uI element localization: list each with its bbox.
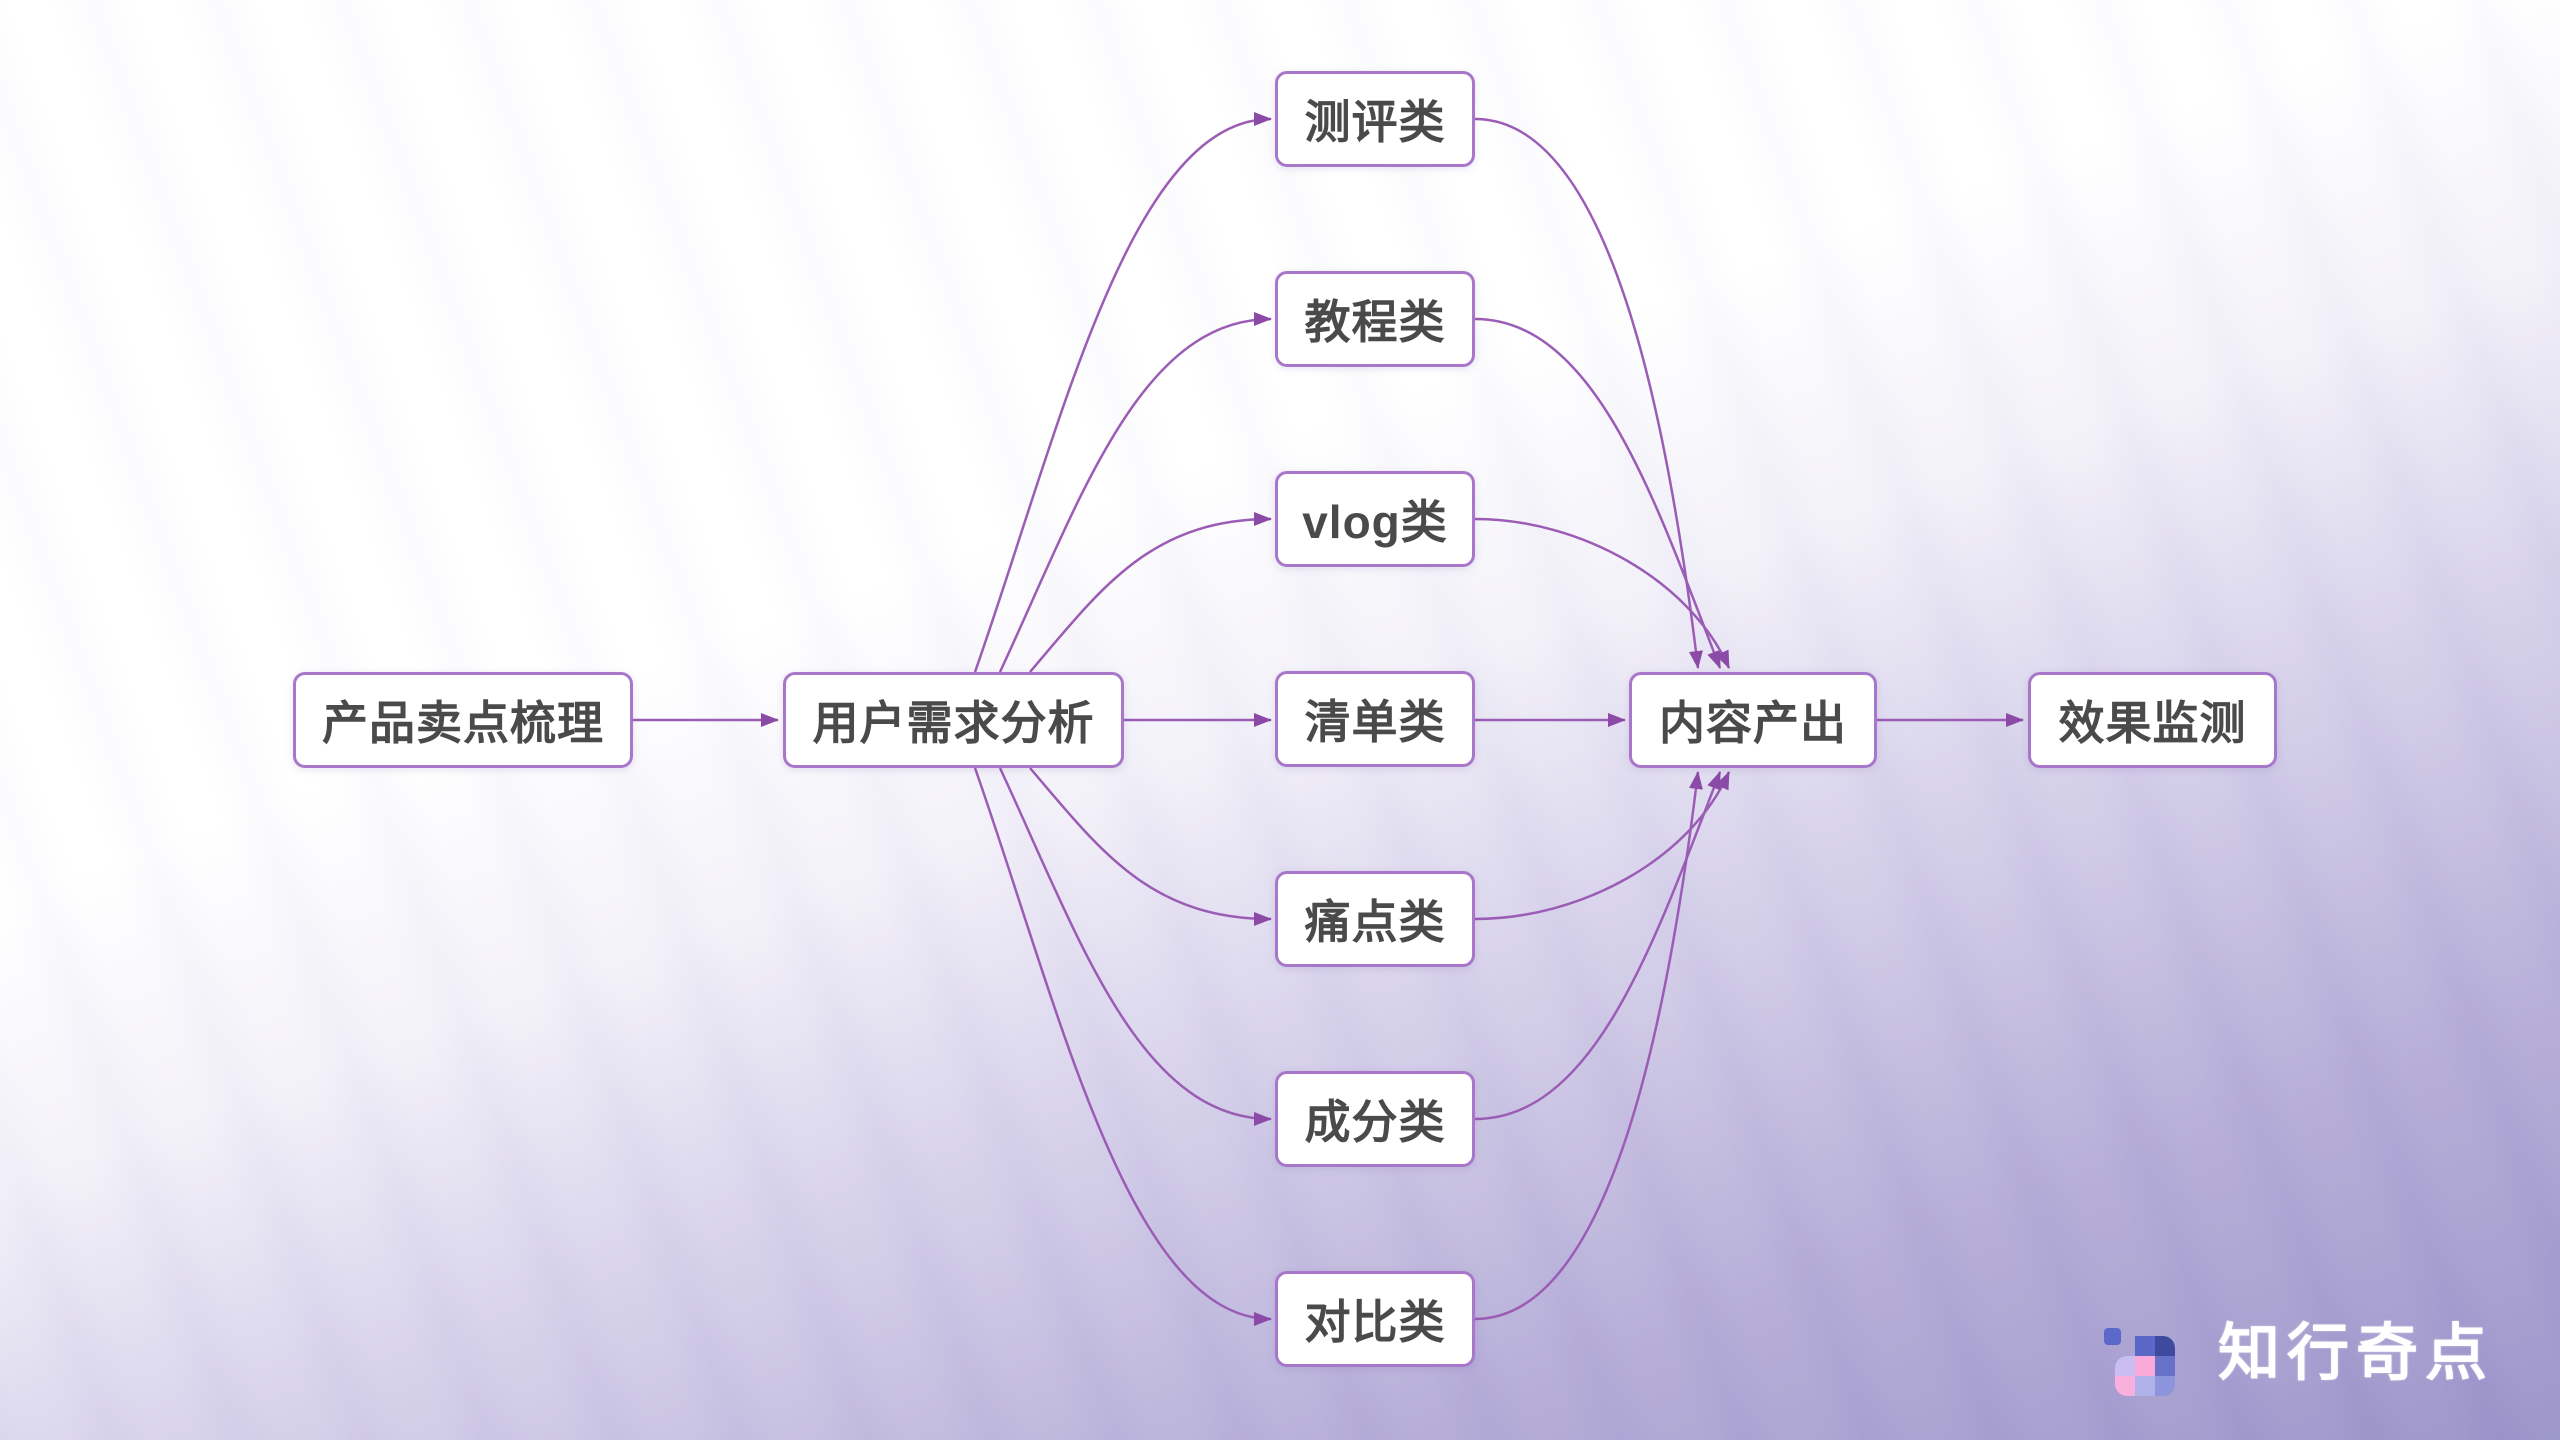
node-content-output[interactable]: 内容产出	[1629, 672, 1877, 768]
brand-logo-text: 知行奇点	[2218, 1319, 2495, 1388]
edge-type1-output	[1474, 317, 1722, 669]
logo-cell-top-right	[2155, 1336, 2175, 1356]
edge-type2-output	[1474, 517, 1731, 669]
edge-analysis-type5	[998, 767, 1272, 1126]
logo-cell-mid-center	[2135, 1356, 2155, 1376]
node-content-type-vlog[interactable]: vlog类	[1275, 471, 1475, 567]
logo-cell-mid-right	[2155, 1356, 2175, 1376]
node-content-type-checklist[interactable]: 清单类	[1275, 671, 1475, 767]
edge-analysis-type0	[973, 112, 1272, 673]
edge-analysis-type2	[1029, 512, 1272, 673]
logo-cell-small	[2104, 1328, 2121, 1345]
brand-logo-icon	[2104, 1328, 2175, 1396]
node-content-type-painpoint[interactable]: 痛点类	[1275, 871, 1475, 967]
node-content-type-comparison[interactable]: 对比类	[1275, 1271, 1475, 1367]
logo-cell-bottom-center	[2135, 1376, 2155, 1396]
edge-analysis-type1	[998, 312, 1272, 673]
node-user-needs-analysis[interactable]: 用户需求分析	[783, 672, 1124, 768]
node-content-type-tutorial[interactable]: 教程类	[1275, 271, 1475, 367]
edge-type6-output	[1474, 771, 1703, 1321]
node-effect-monitoring[interactable]: 效果监测	[2028, 672, 2277, 768]
brand-logo: 知行奇点	[2102, 1300, 2494, 1408]
logo-cell-bottom-left	[2115, 1376, 2135, 1396]
edge-analysis-type4	[1029, 767, 1272, 926]
node-content-type-ingredient[interactable]: 成分类	[1275, 1071, 1475, 1167]
logo-cell-top-mid	[2135, 1336, 2155, 1356]
edge-type5-output	[1474, 771, 1722, 1121]
edge-type4-output	[1474, 771, 1731, 921]
node-content-type-review[interactable]: 测评类	[1275, 71, 1475, 167]
node-product-selling-points[interactable]: 产品卖点梳理	[293, 672, 633, 768]
edge-type0-output	[1474, 117, 1703, 669]
edge-analysis-type6	[973, 767, 1272, 1326]
logo-cell-mid-left	[2115, 1356, 2135, 1376]
logo-cell-bottom-right	[2155, 1376, 2175, 1396]
